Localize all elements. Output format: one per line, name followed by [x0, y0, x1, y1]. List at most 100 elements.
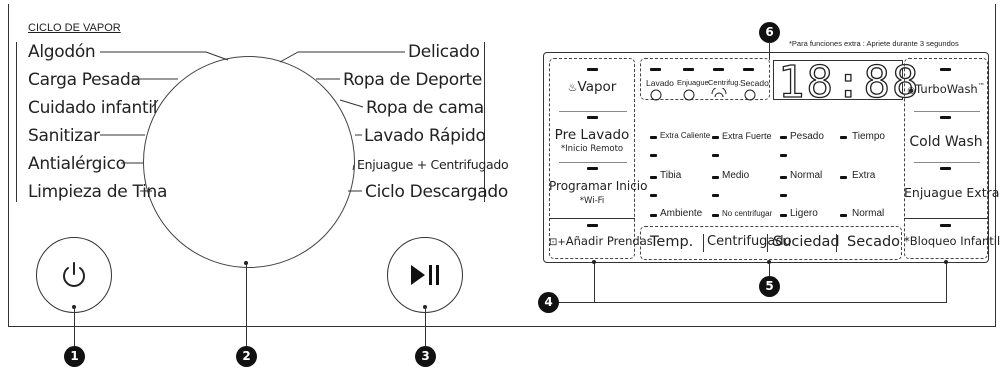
- inicio-remoto-label: *Inicio Remoto: [560, 144, 624, 154]
- wifi-icon: [711, 88, 727, 98]
- cycle-dial[interactable]: [143, 56, 355, 268]
- callout-4-dot-right: [944, 260, 948, 264]
- opt-led: [650, 176, 657, 179]
- callout-line-6: [769, 42, 770, 60]
- temp-tibia: Tibia: [660, 170, 682, 181]
- lavado-led: [650, 68, 661, 71]
- bottom-sep: [703, 234, 704, 252]
- opt-led: [712, 214, 719, 217]
- cycle-lavado-rapido[interactable]: Lavado Rápido: [364, 126, 486, 146]
- turbowash-tm: ™: [977, 82, 985, 91]
- option-buttons-group: [640, 226, 902, 260]
- opt-led: [712, 176, 719, 179]
- power-icon: [63, 262, 85, 287]
- programar-led: [587, 167, 598, 170]
- vapor-button[interactable]: ♨Vapor: [549, 79, 635, 95]
- callout-5-line: [769, 263, 770, 277]
- centrifugado-button[interactable]: Centrifugado: [707, 234, 792, 249]
- spin-no-centrifugar: No centrifugar: [722, 209, 773, 218]
- centrifug-led: [713, 68, 724, 71]
- enjuague-led: [683, 68, 694, 71]
- dry-normal: Normal: [852, 208, 885, 219]
- turbowash-underline: [914, 111, 980, 112]
- dry-tiempo: Tiempo: [852, 131, 885, 142]
- opt-led: [840, 214, 847, 217]
- callout-6: 6: [759, 22, 780, 43]
- ai-icon: [650, 89, 662, 101]
- cold-wash-underline: [914, 162, 980, 163]
- cycle-ropa-deporte[interactable]: Ropa de Deporte: [343, 70, 483, 90]
- status-enjuague: Enjuague: [677, 78, 709, 87]
- secado-button[interactable]: Secado: [847, 234, 901, 250]
- suciedad-button[interactable]: Suciedad: [773, 234, 840, 250]
- cycle-sanitizar[interactable]: Sanitizar: [28, 126, 100, 146]
- power-button[interactable]: [36, 237, 112, 313]
- cycle-ropa-cama[interactable]: Ropa de cama: [366, 98, 484, 118]
- temp-ambiente: Ambiente: [660, 208, 703, 219]
- opt-led: [650, 136, 657, 139]
- opt-led: [840, 136, 847, 139]
- callout-line-2: [246, 264, 247, 347]
- dry-extra: Extra: [852, 170, 876, 181]
- opt-led: [840, 176, 847, 179]
- wifi-label: *Wi-Fi: [579, 196, 605, 206]
- right-bracket: [484, 42, 485, 202]
- soil-pesado: Pesado: [790, 131, 824, 142]
- bottom-sep: [836, 234, 837, 252]
- start-pause-button[interactable]: [387, 237, 463, 313]
- anadir-label: Añadir Prendas: [565, 234, 653, 248]
- left-group-divider: [549, 218, 635, 219]
- turbowash-button[interactable]: ◉TurboWash™: [904, 82, 988, 96]
- opt-led: [780, 136, 787, 139]
- status-secado: Secado: [740, 78, 769, 88]
- pre-lavado-button[interactable]: Pre Lavado: [554, 127, 630, 143]
- opt-led: [650, 214, 657, 217]
- cycle-cuidado-infantil[interactable]: Cuidado infantil: [28, 98, 158, 118]
- smart-icon: [744, 89, 756, 101]
- status-centrifug: Centrifug.: [708, 78, 741, 87]
- cold-wash-button[interactable]: Cold Wash: [909, 134, 983, 150]
- turbowash-label: TurboWash: [915, 82, 978, 96]
- callout-3: 3: [415, 346, 436, 367]
- panel-title: CICLO DE VAPOR: [28, 22, 121, 34]
- left-bracket: [16, 42, 17, 202]
- callout-4-line-left: [594, 263, 595, 302]
- soil-ligero: Ligero: [790, 208, 818, 219]
- cycle-carga-pesada[interactable]: Carga Pesada: [28, 70, 141, 90]
- cycle-algodon[interactable]: Algodón: [28, 42, 96, 62]
- callout-4-line-right: [946, 263, 947, 302]
- cycle-antialergico[interactable]: Antialérgico: [28, 154, 126, 174]
- vapor-led: [587, 68, 598, 71]
- callout-4-bracket: [556, 302, 947, 303]
- callout-4: 4: [538, 292, 559, 313]
- callout-4-dot-left: [592, 260, 596, 264]
- opt-led: [780, 176, 787, 179]
- cycle-enjuague-centrifugado[interactable]: Enjuague + Centrifugado: [357, 157, 509, 172]
- bloqueo-infantil-button[interactable]: *Bloqueo Infantil: [904, 234, 1001, 248]
- callout-5-dot: [767, 260, 771, 264]
- temp-extra-caliente: Extra Caliente: [660, 131, 711, 140]
- play-pause-icon: [411, 265, 439, 285]
- callout-line-1: [74, 307, 75, 347]
- vapor-underline: [559, 111, 627, 112]
- programar-inicio-button[interactable]: Programar Inicio: [549, 179, 648, 193]
- cycle-descargado[interactable]: Ciclo Descargado: [365, 182, 508, 202]
- spin-extra-fuerte: Extra Fuerte: [722, 131, 772, 141]
- status-lavado: Lavado: [646, 78, 674, 88]
- dial-center-dot: [244, 261, 248, 265]
- cold-wash-led: [940, 116, 951, 119]
- time-display: 18:88: [773, 56, 919, 109]
- enjuague-extra-button[interactable]: Enjuague Extra: [904, 185, 1000, 200]
- bottom-sep: [767, 234, 768, 252]
- turbowash-led: [940, 68, 951, 71]
- status-icons: [650, 88, 756, 101]
- opt-led: [712, 194, 719, 197]
- cycle-delicado[interactable]: Delicado: [408, 42, 480, 62]
- cycle-limpieza-tina[interactable]: Limpieza de Tina: [28, 182, 168, 202]
- control-panel-frame: [543, 52, 989, 263]
- add-laundry-icon: ⊡+: [549, 237, 566, 248]
- pre-lavado-led: [587, 116, 598, 119]
- anadir-prendas-button[interactable]: ⊡+Añadir Prendas: [549, 234, 653, 248]
- temp-button[interactable]: Temp.: [650, 234, 694, 250]
